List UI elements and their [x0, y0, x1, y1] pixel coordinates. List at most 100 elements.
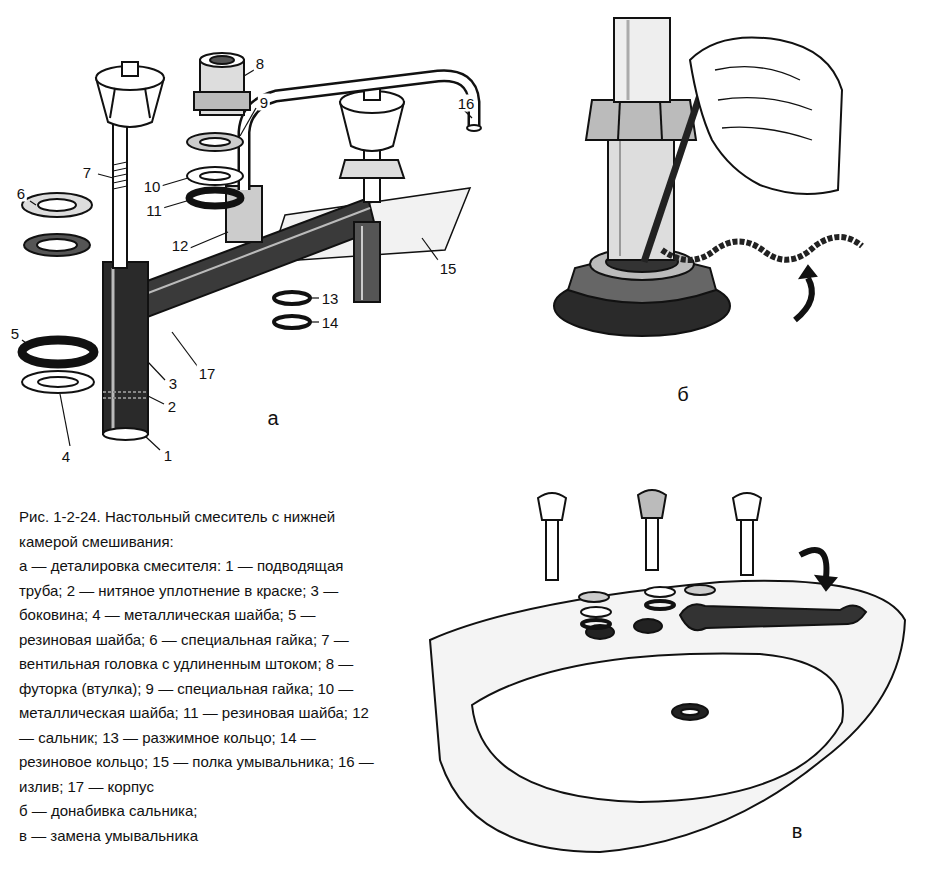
view-c-basin	[672, 704, 708, 720]
valve-stem	[113, 120, 127, 268]
view-a-mixer	[361, 226, 363, 300]
callout-number: 16	[456, 95, 477, 112]
stem-thread	[113, 174, 127, 177]
leader-line	[172, 332, 198, 367]
valve-pipe	[614, 18, 670, 102]
special-nut-9	[187, 133, 243, 151]
callout-number: 7	[81, 164, 93, 181]
metal-washer-4	[38, 377, 78, 387]
view-a-mixer	[22, 53, 481, 440]
special-nut-9	[200, 138, 230, 146]
right-pipe	[354, 222, 380, 302]
callout-number: 5	[9, 325, 21, 342]
view-a-mixer	[244, 76, 474, 190]
metal-washer-4	[22, 371, 94, 393]
washer-set	[579, 585, 715, 628]
stem-thread	[113, 168, 127, 171]
caption-text: б — донабивка сальника;	[19, 799, 387, 824]
leader-line	[190, 232, 228, 248]
leader-line	[60, 394, 70, 446]
view-c-basin	[681, 709, 699, 715]
stem-thread	[113, 180, 127, 183]
rotation-arrow	[795, 278, 812, 320]
callout-number: 8	[254, 55, 266, 72]
view-c-basin	[634, 619, 662, 633]
futorka-8	[194, 92, 250, 110]
callout-number: 1	[162, 447, 174, 464]
rubber-washer-11	[189, 190, 241, 206]
rubber-washer-5	[22, 340, 94, 364]
special-nut-9	[187, 133, 243, 151]
metal-washer-10	[200, 172, 230, 180]
figure-caption: Рис. 1-2-24. Настольный смеситель с нижн…	[19, 505, 387, 554]
hand	[690, 38, 842, 195]
washbasin	[430, 581, 905, 852]
packing-string	[662, 237, 862, 260]
washer-set	[645, 587, 675, 597]
callout-number: 6	[15, 185, 27, 202]
leader-line	[163, 200, 190, 208]
rubber-washer-11	[189, 190, 241, 206]
screwdriver	[644, 95, 700, 262]
view-a-mixer	[112, 268, 115, 430]
supply-pipe	[103, 262, 148, 434]
view-letter: б	[675, 383, 690, 405]
spout	[244, 76, 474, 190]
callout-number: 14	[320, 314, 341, 331]
view-b-packing	[619, 140, 621, 256]
gland-nut	[586, 100, 696, 140]
leader-line	[98, 174, 113, 178]
view-b-packing	[800, 266, 816, 278]
valve-head-removed	[741, 520, 753, 575]
stem-thread	[113, 162, 127, 165]
metal-washer-10	[187, 167, 243, 185]
callout-number: 15	[438, 260, 459, 277]
special-nut-6	[38, 199, 76, 211]
washer-set	[646, 601, 674, 609]
leader-line	[161, 178, 188, 186]
callout-number: 9	[258, 94, 270, 111]
valve-head-removed	[638, 490, 666, 518]
stem-thread	[113, 162, 127, 189]
leader-line	[148, 362, 165, 380]
callout-number: 17	[197, 365, 218, 382]
view-a-mixer	[103, 397, 148, 399]
special-nut-6	[24, 234, 90, 256]
leader-line	[240, 108, 256, 136]
view-c-basin	[430, 490, 905, 852]
view-a-mixer	[467, 125, 481, 131]
view-a-mixer	[110, 88, 115, 118]
valve-head-removed	[538, 490, 761, 580]
view-c-basin	[472, 653, 843, 802]
leader-line	[22, 340, 30, 346]
callout-number: 13	[320, 290, 341, 307]
expansion-ring-13	[274, 292, 310, 304]
leader-line	[148, 396, 164, 404]
futorka-8	[200, 53, 244, 67]
callout-number: 3	[167, 375, 179, 392]
valve-head-removed	[646, 518, 658, 570]
view-b-packing	[618, 100, 620, 140]
caption-text: а — деталировка смесителя: 1 — подводяща…	[19, 554, 387, 799]
special-nut-6	[22, 193, 92, 256]
valve-head-removed	[733, 493, 761, 520]
view-a-mixer	[145, 88, 150, 118]
wrench	[680, 604, 866, 630]
caption-block: Рис. 1-2-24. Настольный смеситель с нижн…	[19, 505, 387, 848]
view-a-mixer	[103, 428, 148, 440]
callout-number: 10	[142, 178, 163, 195]
leader-line	[311, 297, 319, 298]
special-nut-6	[37, 239, 77, 251]
rubber-ring-14	[274, 316, 310, 328]
washer-set	[579, 592, 609, 602]
expansion-ring-13	[274, 292, 310, 304]
view-a-mixer	[122, 62, 138, 76]
leader-line	[30, 201, 36, 205]
rotation-arrow	[800, 550, 826, 578]
callout-number: 4	[60, 448, 72, 465]
washer-set	[582, 620, 610, 628]
callout-number: 11	[144, 202, 164, 219]
leader-line	[422, 238, 438, 260]
